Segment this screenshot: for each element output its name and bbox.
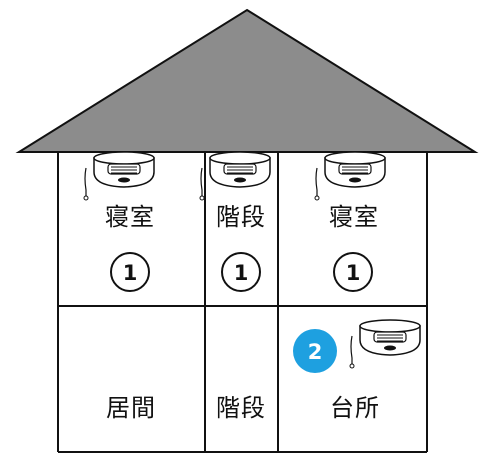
room-label-kitchen: 台所 — [330, 394, 380, 422]
roof — [15, 8, 479, 153]
svg-text:1: 1 — [346, 261, 361, 285]
badge-bedroom-right: 1 — [333, 252, 373, 292]
room-label-living-room: 居間 — [106, 394, 156, 422]
house-outline — [57, 152, 428, 453]
room-label-stairs-upper: 階段 — [216, 203, 266, 231]
heat-detector-icon — [349, 319, 421, 369]
smoke-detector-icon — [199, 151, 271, 201]
svg-text:1: 1 — [123, 261, 138, 285]
svg-text:1: 1 — [234, 261, 249, 285]
smoke-detector-icon — [83, 151, 155, 201]
svg-text:2: 2 — [308, 340, 323, 364]
room-label-bedroom-left: 寝室 — [105, 203, 155, 231]
badge-kitchen: 2 — [293, 329, 337, 373]
badge-bedroom-left: 1 — [110, 252, 150, 292]
room-label-stairs-lower: 階段 — [216, 394, 266, 422]
room-label-bedroom-right: 寝室 — [329, 203, 379, 231]
badge-stairs-upper: 1 — [221, 252, 261, 292]
smoke-detector-icon — [314, 151, 386, 201]
